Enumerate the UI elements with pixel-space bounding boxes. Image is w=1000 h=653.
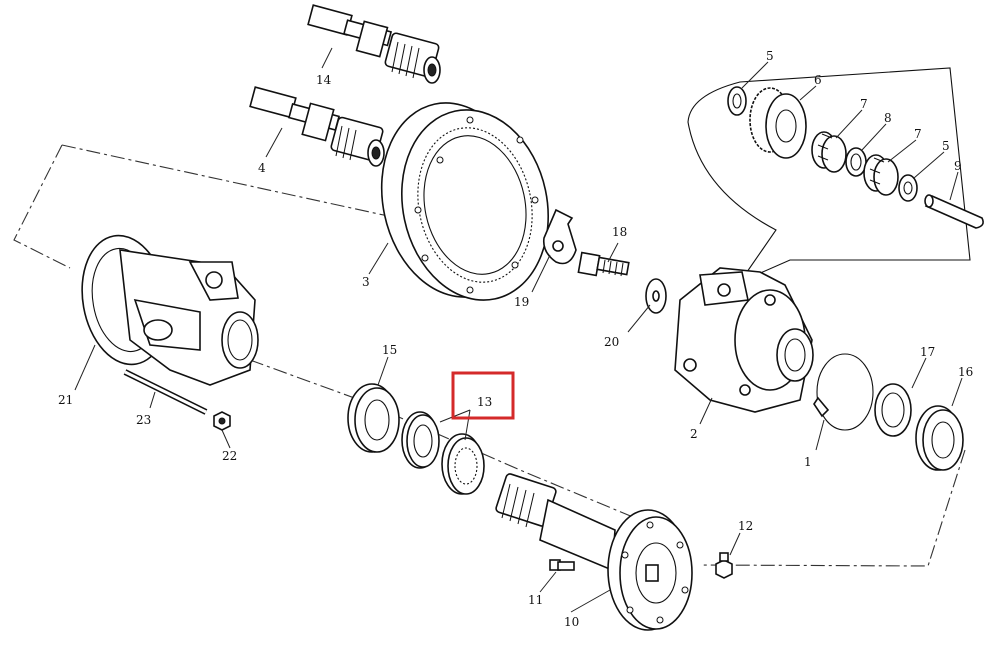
part-label-14: 14 xyxy=(316,73,332,87)
spacer-ring-icon xyxy=(874,383,912,437)
seal-icon xyxy=(441,433,485,495)
part-label-20: 20 xyxy=(604,335,619,349)
bolt-icon xyxy=(549,559,575,571)
part-label-13: 13 xyxy=(477,395,492,409)
part-label-21: 21 xyxy=(58,393,73,407)
washer-icon xyxy=(727,86,747,116)
housing-icon xyxy=(674,267,814,413)
part-label-10: 10 xyxy=(564,615,579,629)
washer-icon xyxy=(898,174,918,202)
lock-plate-icon xyxy=(542,208,577,265)
bolt-icon xyxy=(577,251,630,277)
part-label-18: 18 xyxy=(612,225,627,239)
spacer-icon xyxy=(845,147,867,177)
part-label-1: 1 xyxy=(804,455,812,469)
part-label-19: 19 xyxy=(514,295,529,309)
shaft-icon xyxy=(249,86,385,167)
part-label-9: 9 xyxy=(954,159,962,173)
washer-icon xyxy=(645,278,667,314)
grease-fitting-icon xyxy=(715,552,733,579)
part-label-2: 2 xyxy=(690,427,698,441)
pin-icon xyxy=(924,194,984,229)
part-label-5b: 5 xyxy=(942,139,950,153)
part-label-6: 6 xyxy=(814,73,822,87)
highlight-box xyxy=(451,371,515,420)
shaft-icon xyxy=(307,4,441,84)
hub-shaft-icon xyxy=(495,473,693,631)
needle-bearing-icon xyxy=(811,131,847,173)
part-label-22: 22 xyxy=(222,449,237,463)
callout-bubble xyxy=(687,67,971,284)
planet-gear-icon xyxy=(749,87,807,159)
part-label-11: 11 xyxy=(528,593,543,607)
nut-icon xyxy=(213,411,231,431)
ring-gear-icon xyxy=(380,102,550,301)
snap-ring-icon xyxy=(813,353,874,431)
part-label-3: 3 xyxy=(362,275,370,289)
ball-bearing-icon xyxy=(347,383,400,453)
stud-icon xyxy=(123,369,208,415)
gearbox-housing-icon xyxy=(81,234,259,386)
part-label-12: 12 xyxy=(738,519,753,533)
part-labels: 14 4 3 19 18 20 21 23 22 15 13 2 1 17 16… xyxy=(58,49,973,629)
part-label-8: 8 xyxy=(884,111,892,125)
part-label-7b: 7 xyxy=(914,127,922,141)
part-label-7a: 7 xyxy=(860,97,868,111)
part-label-15: 15 xyxy=(382,343,397,357)
needle-bearing-icon xyxy=(863,154,899,196)
seal-icon xyxy=(401,411,440,469)
leader-lines xyxy=(74,47,963,613)
part-label-5a: 5 xyxy=(766,49,774,63)
part-label-17: 17 xyxy=(920,345,935,359)
part-label-4: 4 xyxy=(258,161,266,175)
ball-bearing-icon xyxy=(915,405,964,471)
part-label-23: 23 xyxy=(136,413,151,427)
part-label-16: 16 xyxy=(958,365,973,379)
